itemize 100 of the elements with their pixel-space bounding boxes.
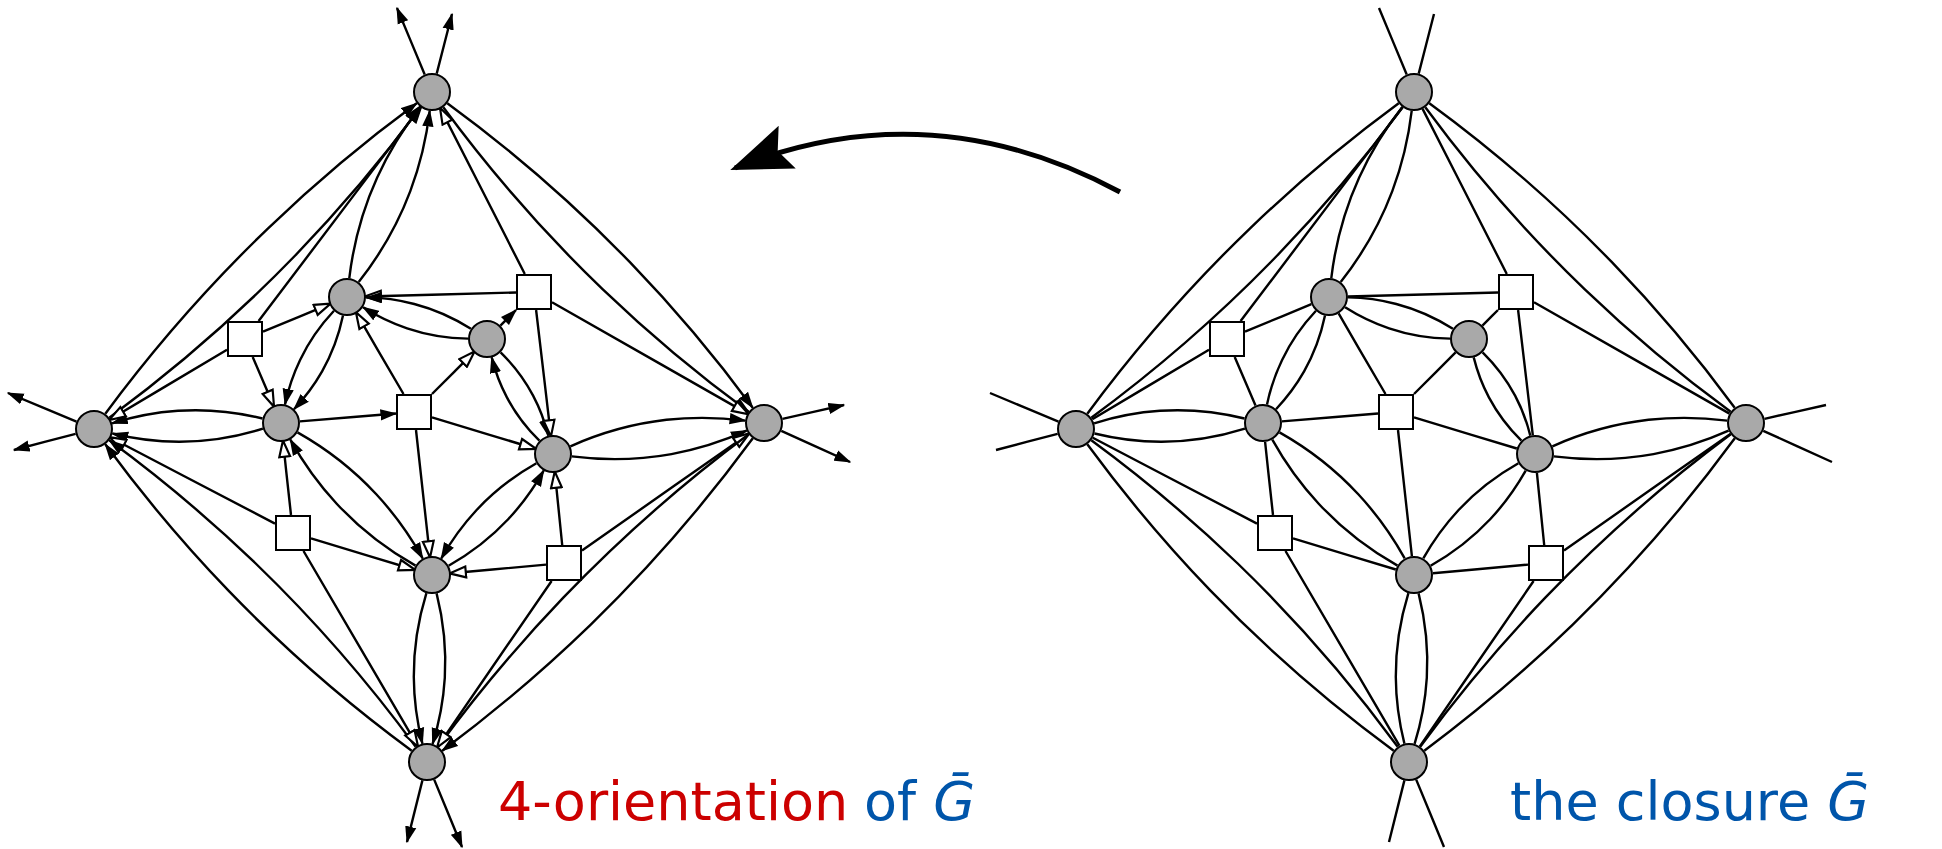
edge-line xyxy=(1472,357,1523,442)
edge-line xyxy=(1347,296,1454,330)
arrow xyxy=(569,413,747,448)
arrow xyxy=(448,469,545,567)
face-square xyxy=(1498,274,1534,310)
arrow xyxy=(108,348,228,422)
edge-line xyxy=(1344,306,1451,340)
edge-line xyxy=(1339,110,1413,283)
edge-line xyxy=(1091,348,1210,421)
edge-line xyxy=(1094,427,1246,443)
edge-line xyxy=(995,432,1058,452)
vertex-circle xyxy=(328,278,366,316)
arrow xyxy=(499,351,550,437)
edge-line xyxy=(1422,462,1519,559)
arrow xyxy=(490,356,541,442)
face-square xyxy=(516,274,552,310)
arrow xyxy=(354,311,405,395)
arrow xyxy=(357,109,434,283)
arrow xyxy=(108,436,276,525)
arrow xyxy=(438,106,526,275)
caption-text: 4-orientation xyxy=(498,770,849,833)
arrow xyxy=(6,391,77,423)
arrow xyxy=(549,470,564,546)
arrow xyxy=(782,402,846,420)
face-square xyxy=(275,515,311,551)
edge-line xyxy=(1292,537,1397,571)
vertex-circle xyxy=(1450,320,1488,358)
edge-line xyxy=(1516,309,1534,436)
arrow xyxy=(110,409,263,425)
vertex-circle xyxy=(1516,435,1554,473)
edge-line xyxy=(1394,592,1410,744)
edge-line xyxy=(1093,409,1245,425)
edge-line xyxy=(1421,108,1508,275)
caption-text: of Ḡ xyxy=(864,770,976,833)
arrow xyxy=(551,301,750,416)
edge-line xyxy=(1387,780,1406,843)
edge-line xyxy=(1281,412,1379,423)
vertex-circle xyxy=(745,404,783,442)
edge-line xyxy=(1271,439,1399,567)
edge-line xyxy=(1430,470,1527,567)
caption-text: the closure Ḡ xyxy=(1510,770,1870,833)
vertex-circle xyxy=(534,435,572,473)
face-square xyxy=(546,545,582,581)
vertex-circle xyxy=(1727,404,1765,442)
edge-line xyxy=(1432,563,1529,575)
arrow xyxy=(289,438,417,567)
arrow xyxy=(412,592,428,745)
vertex-circle xyxy=(468,320,506,358)
edge-line xyxy=(1764,403,1827,420)
edge-line xyxy=(1244,303,1312,333)
arrow xyxy=(302,550,420,748)
face-square xyxy=(1209,321,1245,357)
arrow xyxy=(435,12,454,74)
face-square xyxy=(396,394,432,430)
arrow xyxy=(278,439,293,516)
vertex-circle xyxy=(262,404,300,442)
arrow xyxy=(361,306,469,340)
arrow xyxy=(499,309,517,327)
edge-line xyxy=(1233,356,1257,406)
arrow xyxy=(433,779,464,849)
vertex-circle xyxy=(75,410,113,448)
edge-line xyxy=(1092,436,1258,525)
face-square xyxy=(1528,545,1564,581)
edge-line xyxy=(1265,310,1317,405)
arrow xyxy=(405,780,424,844)
arrow xyxy=(395,6,426,75)
edge-line xyxy=(1275,315,1327,410)
vertex-circle xyxy=(1244,404,1282,442)
vertex-circle xyxy=(413,73,451,111)
edge-line xyxy=(1535,472,1546,546)
edge-line xyxy=(1417,13,1436,74)
arrow xyxy=(364,292,472,330)
arrow xyxy=(282,310,335,406)
edge-line xyxy=(1553,429,1730,461)
vertex-circle xyxy=(1390,743,1428,781)
vertex-circle xyxy=(1395,556,1433,594)
edge-line xyxy=(1330,106,1404,279)
arrow xyxy=(435,580,553,749)
vertex-circle xyxy=(413,556,451,594)
edge-line xyxy=(1533,301,1731,415)
edge-line xyxy=(1413,416,1518,450)
arrow xyxy=(111,427,264,443)
vertex-circle xyxy=(1395,73,1433,111)
arrow xyxy=(534,309,556,438)
edge-line xyxy=(1481,351,1532,436)
arrow xyxy=(431,350,476,395)
edge-line xyxy=(1418,580,1535,748)
edge-line xyxy=(1413,351,1457,395)
arrow xyxy=(257,104,423,322)
edge-line xyxy=(1337,312,1387,395)
vertex-circle xyxy=(1310,278,1348,316)
arrow xyxy=(293,315,345,411)
arrow xyxy=(299,409,398,423)
face-square xyxy=(1257,515,1293,551)
edge-line xyxy=(1377,7,1408,75)
arrow xyxy=(571,429,748,461)
edge-line xyxy=(1278,431,1406,559)
face-square xyxy=(1378,394,1414,430)
edge-line xyxy=(989,391,1059,423)
arrow xyxy=(780,429,852,464)
